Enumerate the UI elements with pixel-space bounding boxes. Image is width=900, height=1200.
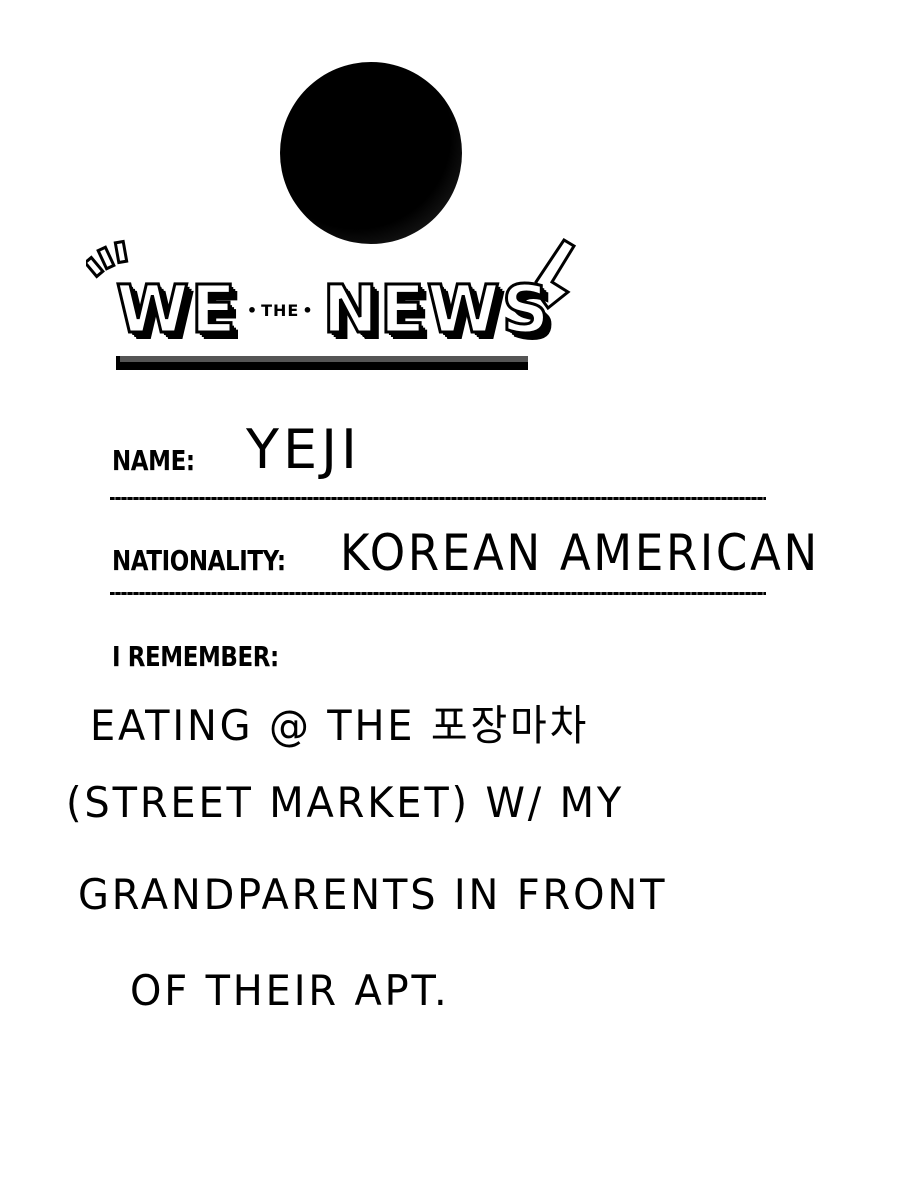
arrow-icon [534, 237, 577, 311]
name-label: NAME: [112, 444, 195, 477]
memory-label: I REMEMBER: [112, 640, 279, 673]
memory-line: EATING @ THE 포장마차 [90, 701, 590, 750]
black-circle [280, 62, 462, 244]
nationality-label: NATIONALITY: [112, 544, 286, 577]
memory-line: OF THEIR APT. [130, 966, 450, 1015]
nationality-rule [110, 592, 766, 595]
logo-word-we: WE [115, 271, 238, 348]
memory-line: GRANDPARENTS IN FRONT [78, 870, 668, 919]
name-rule [110, 497, 766, 500]
logo-word-the: THE [244, 301, 317, 320]
logo-wordmark: WE THE NEWS [115, 270, 551, 350]
nationality-value: KOREAN AMERICAN [340, 524, 820, 582]
name-value: YEJI [246, 418, 361, 481]
memory-line: (STREET MARKET) W/ MY [66, 778, 625, 827]
logo-word-news: NEWS [321, 271, 552, 348]
burst-marks-icon [86, 239, 129, 279]
we-the-news-logo [86, 237, 577, 370]
